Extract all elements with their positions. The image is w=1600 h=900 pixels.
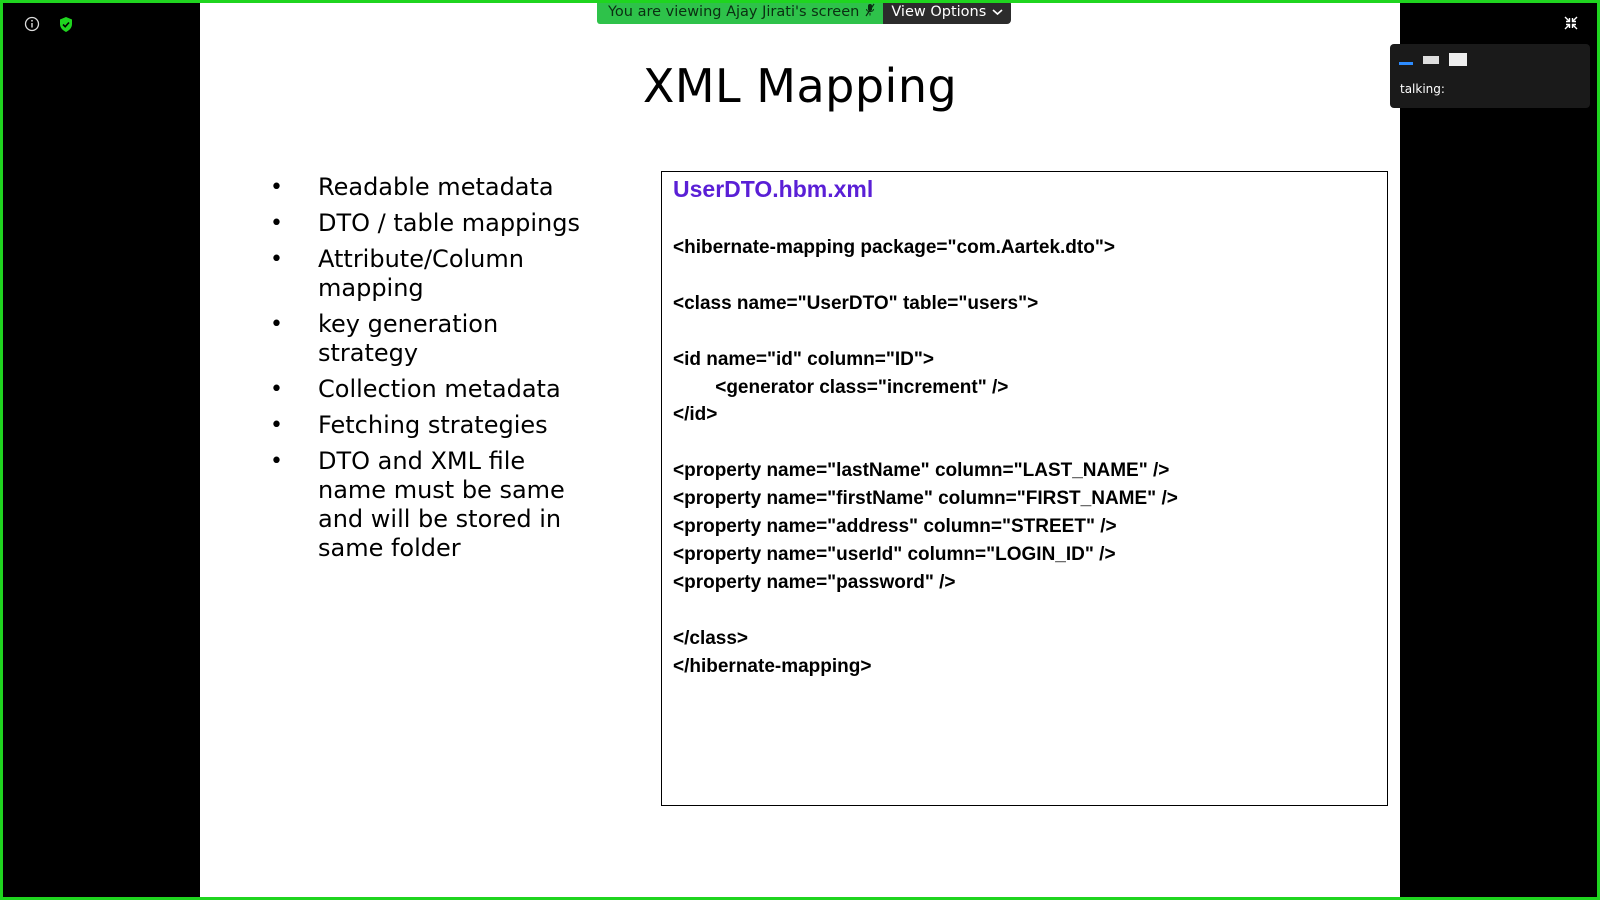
chevron-down-icon — [992, 4, 1003, 20]
view-options-button[interactable]: View Options — [883, 0, 1012, 24]
file-name: UserDTO.hbm.xml — [673, 176, 874, 202]
collapse-icon[interactable] — [1564, 16, 1578, 35]
list-item: •Fetching strategies — [270, 411, 548, 439]
participant-panel: talking: — [1390, 44, 1590, 108]
list-item: •DTO and XML file name must be same and … — [270, 447, 565, 562]
list-item: •key generation strategy — [270, 310, 499, 367]
layout-icon[interactable] — [1448, 52, 1468, 73]
meeting-status-icons — [22, 14, 76, 34]
xml-code: <hibernate-mapping package="com.Aartek.d… — [673, 237, 1178, 677]
slide-title: XML Mapping — [642, 59, 958, 113]
list-item: •Readable metadata — [270, 173, 554, 201]
shield-check-icon[interactable] — [56, 14, 76, 34]
share-status-message: You are viewing Ajay Jirati's screen — [597, 0, 884, 24]
bullet-list: •Readable metadata •DTO / table mappings… — [260, 173, 590, 570]
shared-slide: XML Mapping •Readable metadata •DTO / ta… — [200, 3, 1400, 897]
info-icon[interactable] — [22, 14, 42, 34]
talking-indicator: talking: — [1400, 82, 1445, 96]
mute-icon — [865, 3, 875, 21]
layout-switcher — [1398, 52, 1468, 73]
layout-icon[interactable] — [1398, 53, 1414, 72]
list-item: •Collection metadata — [270, 375, 561, 403]
screen-share-banner: You are viewing Ajay Jirati's screen Vie… — [597, 0, 1012, 24]
list-item: •Attribute/Column mapping — [270, 245, 524, 302]
layout-icon[interactable] — [1422, 53, 1440, 72]
list-item: •DTO / table mappings — [270, 209, 580, 237]
xml-code-box: UserDTO.hbm.xml <hibernate-mapping packa… — [661, 171, 1388, 806]
